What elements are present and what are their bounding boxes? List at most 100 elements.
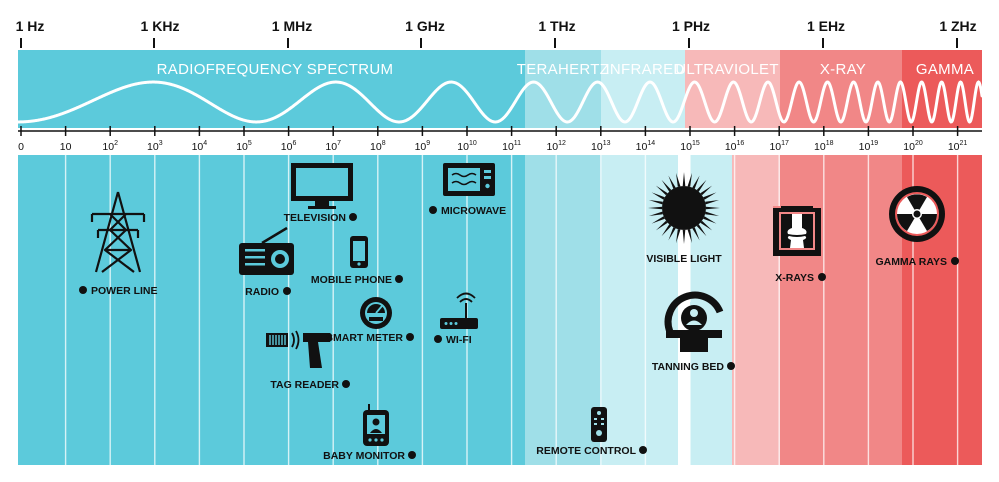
sun-ray: [676, 229, 681, 244]
marker-dot-television: [349, 213, 357, 221]
remote-control-icon: [591, 407, 607, 442]
label-mobile-phone: MOBILE PHONE: [311, 274, 392, 286]
label-tanning-bed: TANNING BED: [652, 361, 725, 373]
sun-ray: [696, 224, 707, 237]
tag-reader-icon: [266, 330, 332, 368]
mobile-phone-icon: [350, 236, 368, 268]
sun-ray: [651, 192, 665, 200]
exponent-tick-label: 10: [60, 141, 72, 153]
exponent-tick-label: 1013: [591, 140, 611, 153]
unit-label-mhz: 1 MHz: [272, 18, 312, 34]
radio-icon: [239, 226, 294, 275]
sun-ray: [661, 179, 672, 192]
unit-label-hz: 1 Hz: [16, 18, 45, 34]
label-baby-monitor: BABY MONITOR: [323, 450, 405, 462]
marker-dot-microwave: [429, 206, 437, 214]
unit-label-phz: 1 PHz: [672, 18, 710, 34]
band-radio-upper: [18, 50, 525, 128]
exponent-tick-label: 107: [325, 140, 341, 153]
band-labels: RADIOFREQUENCY SPECTRUM TERAHERTZ INFRAR…: [157, 61, 974, 78]
baby-monitor-icon: [363, 404, 389, 446]
band-label-gamma: GAMMA: [916, 61, 974, 78]
band-label-infrared: INFRARED: [605, 61, 684, 78]
marker-dot-smart-meter: [406, 333, 414, 341]
band-xray-lower: [780, 155, 902, 465]
radiation-icon: [889, 186, 945, 242]
tanning-bed-icon: [664, 291, 724, 352]
unit-label-ehz: 1 EHz: [807, 18, 845, 34]
marker-dot-remote-control: [639, 446, 647, 454]
exponent-tick-label: 0: [18, 141, 24, 153]
unit-label-ghz: 1 GHz: [405, 18, 445, 34]
marker-dot-wi-fi: [434, 335, 442, 343]
band-terahertz-lower: [525, 155, 601, 465]
exponent-tick-label: 1017: [769, 140, 789, 153]
exponent-tick-label: 1020: [903, 140, 923, 153]
marker-dot-tag-reader: [342, 380, 350, 388]
sun-ray: [682, 230, 686, 244]
band-ultraviolet-lower: [732, 155, 780, 465]
label-television: TELEVISION: [284, 212, 346, 224]
sun-ray: [651, 216, 665, 224]
sun-ray: [655, 220, 668, 231]
sun-ray: [706, 206, 720, 210]
exponent-tick-label: 1015: [680, 140, 700, 153]
marker-dot-mobile-phone: [395, 275, 403, 283]
transmission-tower-icon: [90, 191, 146, 273]
marker-dot-radio: [283, 287, 291, 295]
label-wi-fi: WI-FI: [446, 334, 472, 346]
unit-label-markers: [20, 38, 958, 48]
unit-label-khz: 1 KHz: [141, 18, 180, 34]
unit-label-thz: 1 THz: [538, 18, 575, 34]
sun-ray: [668, 175, 676, 189]
band-radio-lower: [18, 155, 525, 465]
label-tag-reader: TAG READER: [270, 379, 339, 391]
exponent-tick-label: 108: [370, 140, 386, 153]
exponent-tick-label: 104: [192, 140, 208, 153]
sun-ray: [687, 172, 692, 187]
label-x-rays: X-RAYS: [775, 272, 814, 284]
label-radio: RADIO: [245, 286, 279, 298]
sun-ray: [696, 179, 707, 192]
sun-ray: [661, 224, 672, 237]
unit-labels: 1 Hz 1 KHz 1 MHz 1 GHz 1 THz 1 PHz 1 EHz…: [16, 18, 977, 48]
sun-ray: [676, 172, 681, 187]
unit-label-zhz: 1 ZHz: [939, 18, 976, 34]
sun-ray: [648, 200, 663, 205]
sun-ray: [687, 229, 692, 244]
sun-ray: [655, 185, 668, 196]
wave-line: [16, 80, 984, 124]
exponent-tick-label: 1010: [457, 140, 477, 153]
sun-ray: [648, 206, 662, 210]
label-microwave: MICROWAVE: [441, 205, 506, 217]
exponent-tick-label: 1021: [948, 140, 968, 153]
exponent-tick-label: 106: [281, 140, 297, 153]
marker-dot-power-line: [79, 286, 87, 294]
band-label-xray: X-RAY: [820, 61, 866, 78]
exponent-tick-label: 1019: [859, 140, 879, 153]
application-labels: POWER LINE RADIO TELEVISION MOBILE PHONE…: [79, 205, 959, 462]
band-label-terahertz: TERAHERTZ: [517, 61, 609, 78]
exponent-tick-label: 1011: [502, 140, 521, 153]
exponent-tick-label: 1014: [636, 140, 656, 153]
exponent-tick-label: 103: [147, 140, 163, 153]
marker-dot-baby-monitor: [408, 451, 416, 459]
microwave-icon: [443, 163, 495, 196]
sun-ray: [703, 192, 717, 200]
sun-ray: [700, 220, 713, 231]
sun-ray: [705, 211, 720, 216]
exponent-tick-label: 1018: [814, 140, 834, 153]
wifi-router-icon: [440, 292, 478, 329]
marker-dot-gamma-rays: [951, 257, 959, 265]
sun-ray: [705, 200, 720, 205]
sun-icon: [648, 172, 720, 244]
sun-ray: [668, 227, 676, 241]
exponent-tick-label: 1012: [546, 140, 566, 153]
exponent-tick-label: 102: [102, 140, 118, 153]
label-smart-meter: SMART METER: [326, 332, 403, 344]
upper-band-strip: [18, 50, 982, 128]
sun-ray: [682, 172, 686, 186]
